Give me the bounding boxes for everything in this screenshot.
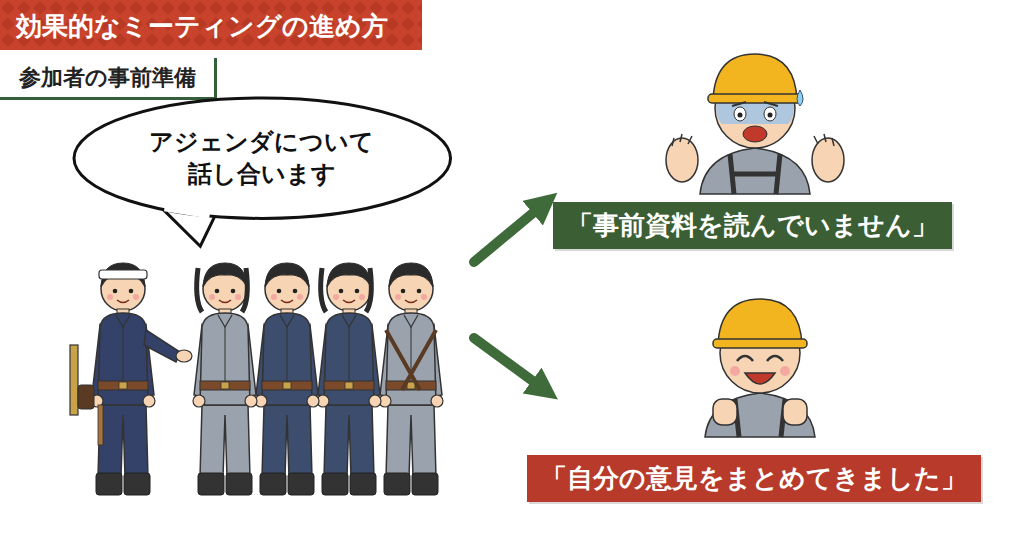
speech-bubble: アジェンダについて 話し合います	[74, 98, 451, 218]
arrow	[474, 203, 545, 262]
worker-group	[70, 263, 443, 495]
node-text: アジェンダについて 話し合います	[142, 126, 381, 191]
status-label: 「自分の意見をまとめてきました」	[527, 455, 981, 502]
subtitle-band: 参加者の事前準備	[0, 58, 217, 100]
headband	[99, 270, 147, 279]
tool-pouch	[78, 385, 94, 409]
node-text: 「事前資料を読んでいません」	[567, 208, 938, 243]
foreman-figure	[91, 263, 155, 495]
worker-figure	[317, 263, 381, 495]
long-hair	[321, 268, 372, 312]
title-text: 効果的なミーティングの進め方	[16, 9, 388, 44]
harness	[386, 330, 436, 390]
hand	[176, 350, 192, 362]
gesturing-arm	[144, 330, 180, 362]
long-hair	[197, 268, 248, 312]
level-tool	[70, 345, 78, 415]
title-banner	[0, 0, 422, 50]
node-text: 「自分の意見をまとめてきました」	[541, 461, 967, 496]
worker-figure	[379, 263, 443, 495]
arrow	[474, 338, 545, 390]
happy-worker	[705, 299, 815, 437]
worker-figure	[193, 263, 257, 495]
node-text: 参加者の事前準備	[14, 63, 200, 93]
bubble-ellipse	[74, 98, 451, 218]
worker-figure	[255, 263, 319, 495]
status-label: 「事前資料を読んでいません」	[553, 202, 952, 249]
worried-worker	[666, 54, 844, 194]
hammer	[98, 405, 103, 445]
bubble-join	[164, 209, 209, 216]
